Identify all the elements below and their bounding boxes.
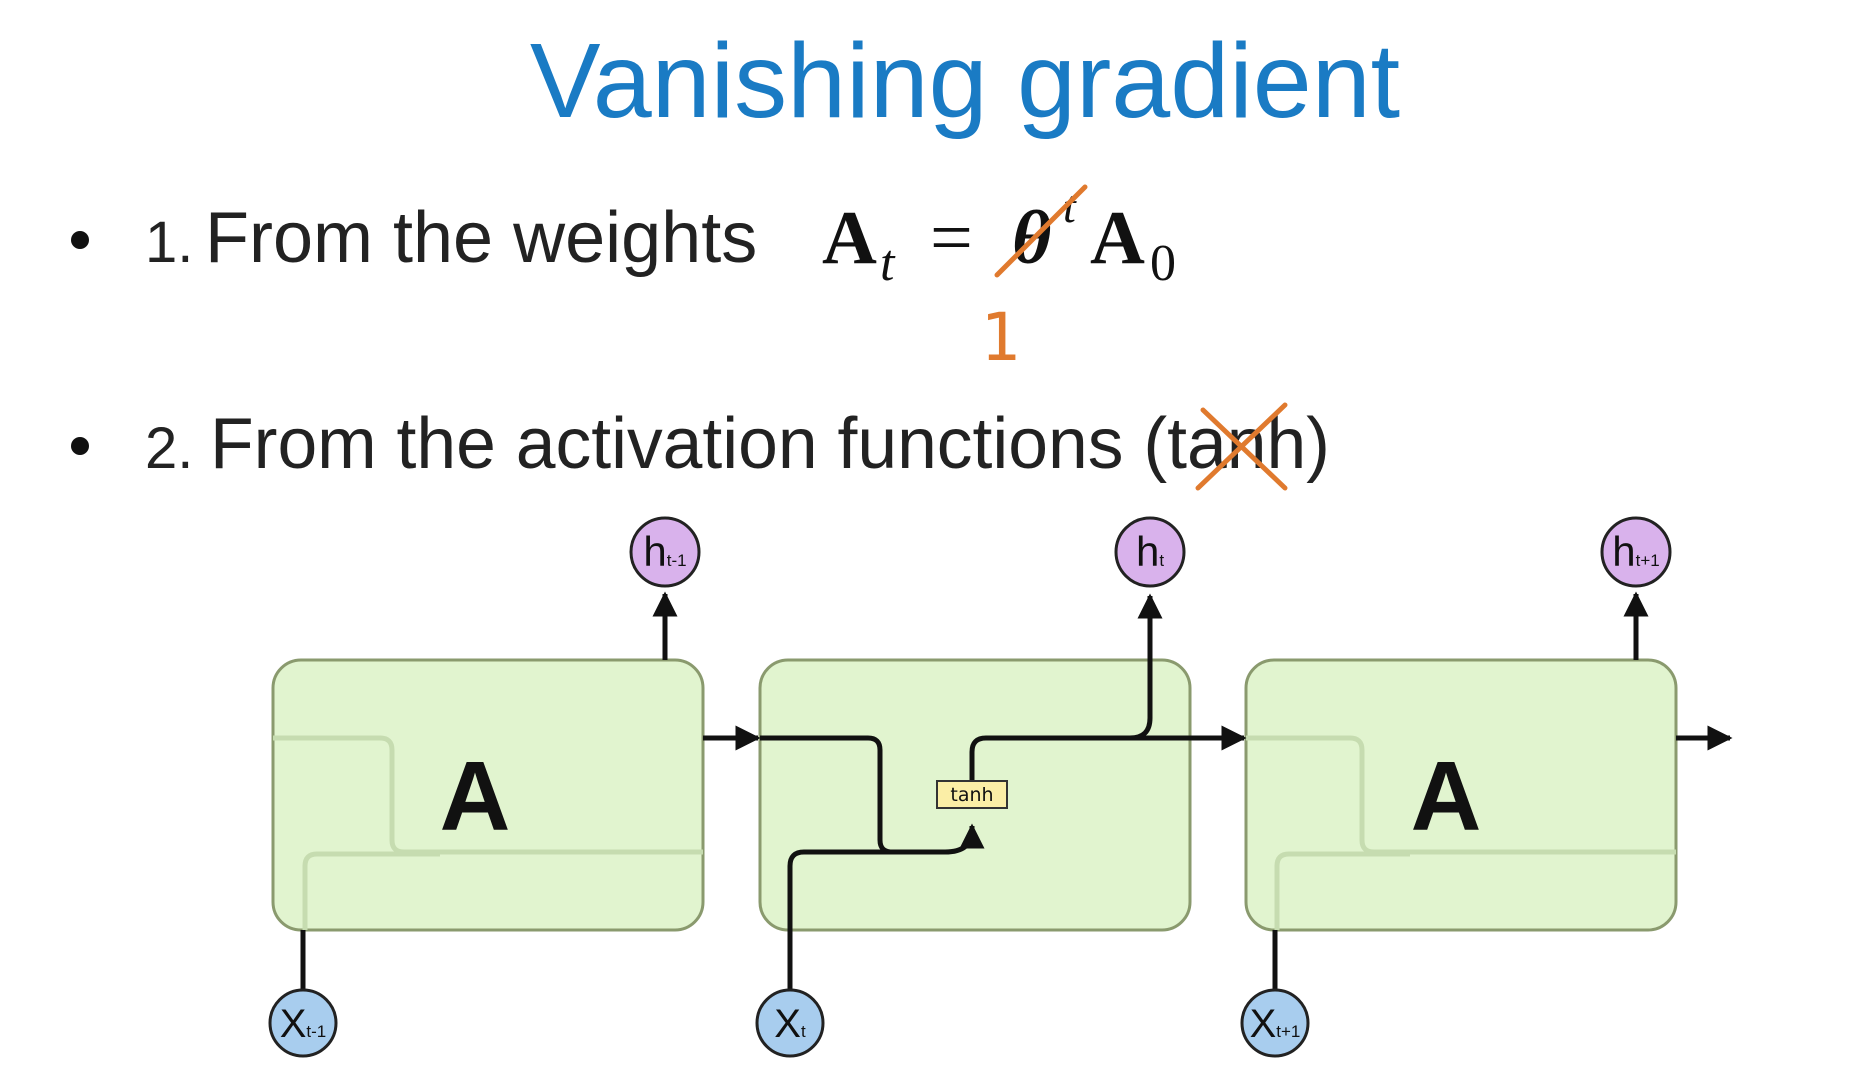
output-node-h-t+1-base: h xyxy=(1612,528,1635,575)
output-node-h-t+1: ht+1 xyxy=(1600,516,1672,588)
bullet-1-number: 1. xyxy=(145,210,193,275)
output-node-h-t-base: h xyxy=(1136,528,1159,575)
theta-strike-mark xyxy=(994,184,1088,278)
slide-title: Vanishing gradient xyxy=(530,22,1400,140)
input-node-x-t-1: Xt-1 xyxy=(268,988,338,1058)
tanh-cross-mark xyxy=(1195,402,1288,491)
svg-text:Xt-1: Xt-1 xyxy=(280,1002,327,1046)
output-node-h-t-1-base: h xyxy=(643,528,666,575)
rnn-cell-1: A xyxy=(271,658,705,932)
cell-2-tanh-output-path xyxy=(969,593,1163,781)
bullet-2-text-after: h) xyxy=(1266,404,1330,484)
cell-3-box xyxy=(1244,658,1678,932)
input-node-x-t+1-sub: t+1 xyxy=(1276,1022,1300,1041)
bullet-2-number: 2. xyxy=(145,416,193,481)
input-node-x-t-1-base: X xyxy=(280,1002,307,1046)
bullet-1-dot xyxy=(71,231,89,249)
formula-lhs: A xyxy=(822,196,877,280)
input-node-x-t+1-base: X xyxy=(1250,1002,1277,1046)
tanh-box-label: tanh xyxy=(950,784,993,806)
input-node-x-t: Xt xyxy=(755,988,825,1058)
bullet-2-text: From the activation functions (tanh) xyxy=(210,404,1330,484)
formula-equals: = xyxy=(930,196,973,280)
input-node-x-t+1: Xt+1 xyxy=(1240,988,1310,1058)
output-node-h-t+1-sub: t+1 xyxy=(1636,551,1660,570)
svg-text:ht-1: ht-1 xyxy=(643,528,686,575)
tanh-box xyxy=(936,780,1008,809)
cell-3-faded-path xyxy=(1246,735,1676,855)
output-node-h-t-1: ht-1 xyxy=(629,516,701,588)
cell-1-faded-input-path xyxy=(302,851,440,930)
cell-2-hidden-path xyxy=(760,735,985,855)
output-node-h-t-1-sub: t-1 xyxy=(667,551,687,570)
formula-rhs: A xyxy=(1090,196,1145,280)
svg-text:ht: ht xyxy=(1136,528,1164,575)
bullet-1-text: From the weights xyxy=(205,198,757,278)
cell-1-faded-path xyxy=(273,735,703,855)
input-node-x-t-base: X xyxy=(774,1002,801,1046)
cell-3-label: A xyxy=(1411,741,1482,851)
cell-3-faded-input-path xyxy=(1274,851,1410,930)
formula-theta-sup: t xyxy=(1063,181,1077,232)
svg-text:ht+1: ht+1 xyxy=(1612,528,1659,575)
input-node-x-t-sub: t xyxy=(801,1022,806,1041)
output-node-h-t: ht xyxy=(1114,516,1186,588)
cell-1-box xyxy=(271,658,705,932)
svg-text:Xt: Xt xyxy=(774,1002,806,1046)
weights-formula: A t = θ t A 0 xyxy=(822,181,1176,292)
formula-rhs-sub: 0 xyxy=(1150,235,1176,292)
svg-text:Xt+1: Xt+1 xyxy=(1250,1002,1301,1046)
rnn-cell-3: A xyxy=(1244,658,1678,932)
cell-2-input-path xyxy=(787,849,945,993)
cell-1-label: A xyxy=(440,741,511,851)
bullet-2-text-before: From the activation functions (ta xyxy=(210,404,1228,484)
output-node-h-t-sub: t xyxy=(1159,551,1164,570)
input-node-x-t-1-sub: t-1 xyxy=(306,1022,326,1041)
formula-lhs-sub: t xyxy=(880,235,896,292)
theta-annotation: 1 xyxy=(980,299,1020,376)
bullet-2-dot xyxy=(71,437,89,455)
